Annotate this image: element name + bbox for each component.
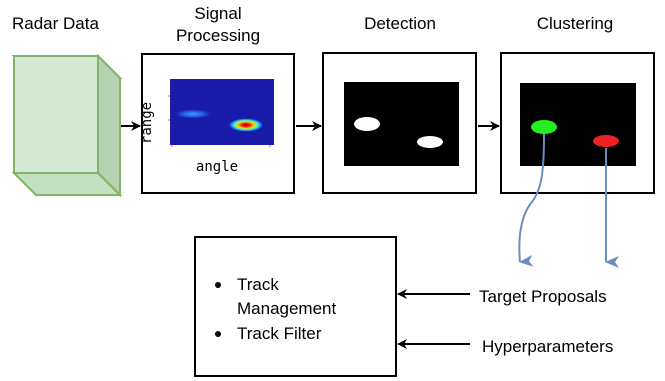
target-proposals-label: Target Proposals: [479, 287, 607, 306]
heatmap-strong-target: [228, 118, 264, 132]
detection-blob-2: [417, 136, 443, 148]
cluster-blob-red: [593, 135, 619, 147]
detection-blob-1: [354, 117, 380, 131]
bullet-dot: [215, 331, 221, 337]
tracker-item-label: Track Management: [237, 275, 337, 318]
tracker-item: Track Management: [207, 273, 407, 321]
heatmap-x-axis-label: angle: [195, 159, 239, 175]
heatmap-weak-target: [173, 109, 213, 119]
tracker-list: Track Management Track Filter: [207, 273, 407, 346]
cube-bottom-face: [11, 172, 123, 196]
signal-processing-label: Signal Processing: [175, 4, 261, 45]
tracker-box: [194, 236, 397, 377]
cluster-blob-green: [531, 120, 557, 134]
clustering-label: Clustering: [536, 14, 614, 33]
radar-data-label: Radar Data: [12, 14, 99, 33]
hyperparameters-label: Hyperparameters: [482, 337, 614, 356]
detection-label: Detection: [364, 14, 436, 33]
arrow-green-cluster-to-proposals: [518, 133, 545, 267]
tracker-item: Track Filter: [207, 322, 407, 346]
bullet-dot: [215, 282, 221, 288]
tracker-item-label: Track Filter: [237, 324, 322, 343]
